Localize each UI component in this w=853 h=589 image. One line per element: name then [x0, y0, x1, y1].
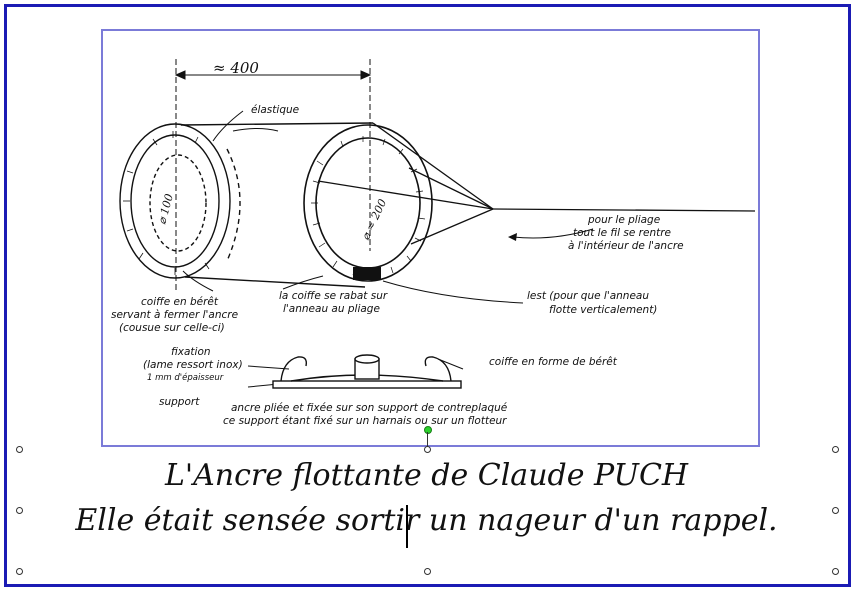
floating-anchor-drawing: ≈ 400 ⌀ 100 — [111, 59, 756, 427]
caption-subtitle[interactable]: Elle était sensée sortir un nageur d'un … — [75, 503, 778, 538]
big-diameter-label: ⌀ ≈ 200 — [359, 197, 389, 242]
cone-lines — [180, 122, 374, 288]
label-fixation-2: (lame ressort inox) — [143, 359, 243, 371]
document-frame — [4, 4, 851, 587]
label-ancre-1: ancre pliée et fixée sur son support de … — [231, 402, 508, 414]
label-support: support — [159, 396, 200, 408]
big-ring-texture — [311, 136, 426, 276]
resize-handle-middle-right[interactable] — [832, 507, 839, 514]
caption-title[interactable]: L'Ancre flottante de Claude PUCH — [164, 458, 689, 493]
resize-handle-top-center[interactable] — [424, 446, 431, 453]
big-ring — [303, 124, 433, 282]
label-rabat-2: l'anneau au pliage — [283, 303, 380, 315]
label-fixation-1: fixation — [171, 346, 211, 358]
label-rabat-1: la coiffe se rabat sur — [279, 290, 388, 302]
leader-arrows — [182, 110, 594, 388]
resize-handle-top-right[interactable] — [832, 446, 839, 453]
resize-handle-bottom-left[interactable] — [16, 568, 23, 575]
label-lest-2: flotte verticalement) — [549, 304, 657, 316]
text-cursor — [406, 505, 408, 548]
rotation-handle-stem — [427, 432, 428, 447]
label-pliage-1: pour le pliage — [587, 214, 660, 226]
resize-handle-middle-left[interactable] — [16, 507, 23, 514]
resize-handle-bottom-right[interactable] — [832, 568, 839, 575]
label-lest-1: lest (pour que l'anneau — [527, 290, 649, 302]
resize-handle-bottom-center[interactable] — [424, 568, 431, 575]
label-coiffe-3: (cousue sur celle-ci) — [119, 322, 225, 334]
label-elastique: élastique — [251, 104, 299, 116]
bridle-lines — [317, 122, 756, 245]
dimension-width-label: ≈ 400 — [213, 59, 259, 77]
label-ancre-2: ce support étant fixé sur un harnais ou … — [223, 415, 507, 427]
label-pliage-2: tout le fil se rentre — [573, 227, 671, 239]
label-coiffe-1: coiffe en bérêt — [141, 296, 219, 308]
dimension-lines — [174, 59, 372, 291]
arrow-head — [508, 233, 517, 241]
support-assembly — [272, 354, 462, 389]
label-coiffe-2: servant à fermer l'ancre — [111, 309, 238, 321]
label-pliage-3: à l'intérieur de l'ancre — [568, 240, 684, 252]
diagram-image[interactable]: ≈ 400 ⌀ 100 — [101, 29, 760, 447]
lest-weight — [353, 267, 381, 280]
resize-handle-top-left[interactable] — [16, 446, 23, 453]
label-fixation-3: 1 mm d'épaisseur — [147, 372, 224, 383]
small-ring-stitching — [123, 131, 210, 275]
rotation-handle[interactable] — [424, 426, 432, 434]
small-ring — [119, 123, 241, 279]
label-coiffe-beret: coiffe en forme de bérêt — [489, 356, 618, 368]
small-diameter-label: ⌀ 100 — [155, 192, 176, 225]
